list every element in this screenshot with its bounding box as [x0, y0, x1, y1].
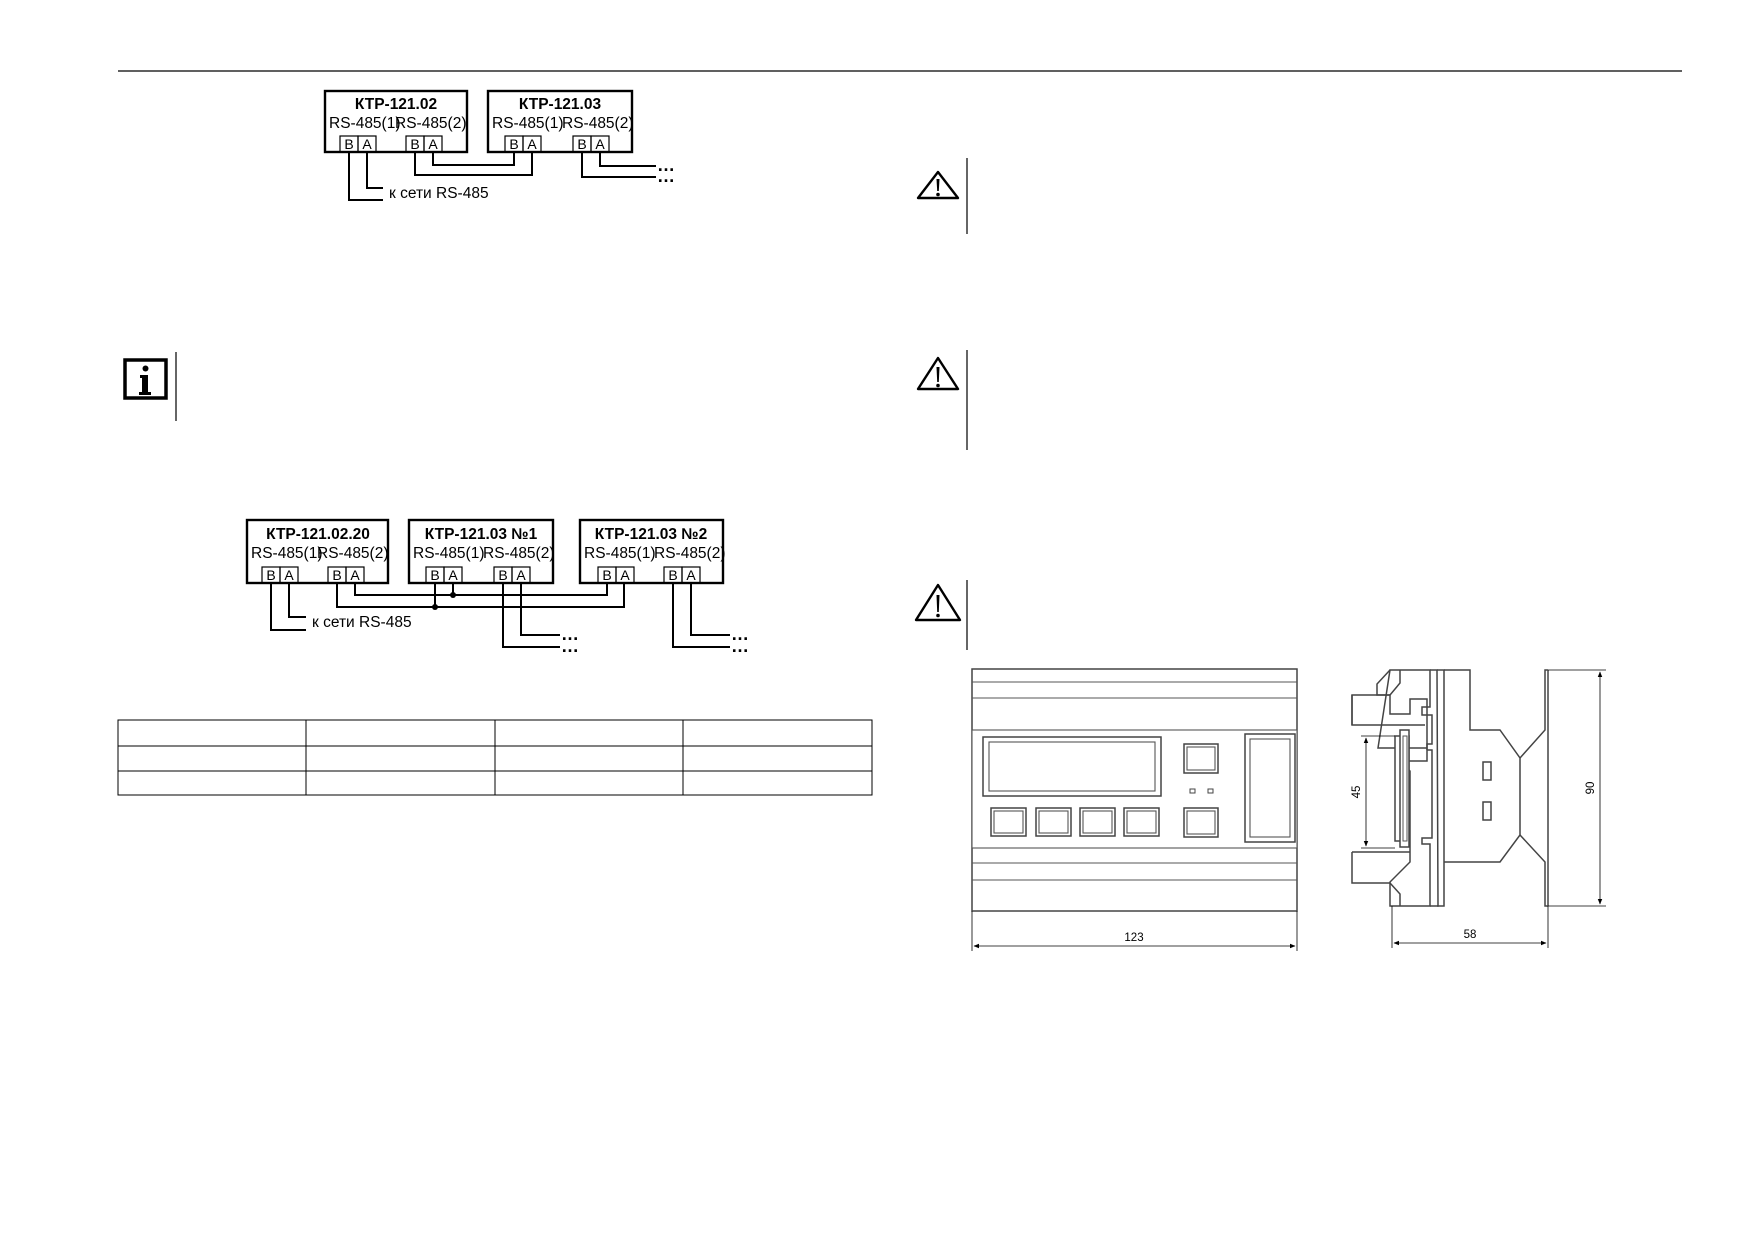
- device-title: КТР-121.03: [519, 96, 602, 113]
- port-label: RS-485(1): [413, 545, 485, 562]
- device-title: КТР-121.03 №1: [425, 526, 538, 543]
- continuation-dots: …: [731, 624, 750, 644]
- device-block: КТР-121.03 №1 RS-485(1) RS-485(2) B A B …: [407, 518, 555, 585]
- info-icon: [123, 352, 177, 421]
- dimension-width-label: 123: [1124, 932, 1143, 944]
- pin-label: B: [410, 136, 419, 152]
- network-label: к сети RS-485: [312, 614, 412, 631]
- pin-label: A: [448, 567, 458, 583]
- port-label: RS-485(2): [562, 115, 634, 132]
- device-title: КТР-121.02.20: [266, 526, 370, 543]
- device-block: КТР-121.03 №2 RS-485(1) RS-485(2) B A B …: [578, 518, 726, 585]
- port-label: RS-485(1): [251, 545, 323, 562]
- warning-icon: [916, 158, 968, 234]
- pin-label: B: [602, 567, 611, 583]
- port-label: RS-485(1): [584, 545, 656, 562]
- pin-label: B: [509, 136, 518, 152]
- pin-label: B: [577, 136, 586, 152]
- continuation-dots: …: [561, 636, 580, 656]
- warning-icon: [916, 350, 968, 450]
- device-block: КТР-121.03 RS-485(1) RS-485(2) B A B A: [486, 89, 634, 154]
- port-label: RS-485(2): [395, 115, 467, 132]
- warning-icon: [914, 580, 968, 650]
- continuation-dots: …: [731, 636, 750, 656]
- empty-table: [117, 719, 873, 796]
- pin-label: B: [332, 567, 341, 583]
- continuation-dots: …: [657, 155, 676, 175]
- continuation-dots: …: [561, 624, 580, 644]
- pin-label: A: [527, 136, 537, 152]
- pin-label: A: [284, 567, 294, 583]
- pin-label: B: [430, 567, 439, 583]
- device-side-view: 45 90 58: [1351, 669, 1606, 948]
- device-title: КТР-121.03 №2: [595, 526, 707, 543]
- network-label: к сети RS-485: [389, 185, 489, 202]
- pin-label: A: [686, 567, 696, 583]
- pin-label: B: [668, 567, 677, 583]
- continuation-dots: …: [657, 166, 676, 186]
- wiring-diagram-three-devices: КТР-121.02.20 RS-485(1) RS-485(2) B A B …: [245, 518, 750, 656]
- wiring-diagram-two-devices: КТР-121.02 RS-485(1) RS-485(2) B A B A К…: [323, 89, 676, 202]
- dimension-rail-height-label: 45: [1351, 786, 1363, 799]
- pin-label: B: [344, 136, 353, 152]
- port-label: RS-485(2): [317, 545, 389, 562]
- port-label: RS-485(2): [483, 545, 555, 562]
- port-label: RS-485(2): [654, 545, 726, 562]
- pin-label: A: [428, 136, 438, 152]
- pin-label: A: [595, 136, 605, 152]
- pin-label: A: [350, 567, 360, 583]
- pin-label: B: [498, 567, 507, 583]
- pin-label: A: [620, 567, 630, 583]
- device-title: КТР-121.02: [355, 96, 437, 113]
- port-label: RS-485(1): [492, 115, 564, 132]
- pin-label: B: [266, 567, 275, 583]
- device-block: КТР-121.02 RS-485(1) RS-485(2) B A B A: [323, 89, 469, 154]
- device-front-view: 123: [971, 668, 1298, 951]
- port-label: RS-485(1): [329, 115, 401, 132]
- dimension-depth-label: 58: [1464, 929, 1477, 941]
- device-block: КТР-121.02.20 RS-485(1) RS-485(2) B A B …: [245, 518, 390, 585]
- pin-label: A: [516, 567, 526, 583]
- dimension-total-height-label: 90: [1585, 782, 1597, 795]
- pin-label: A: [362, 136, 372, 152]
